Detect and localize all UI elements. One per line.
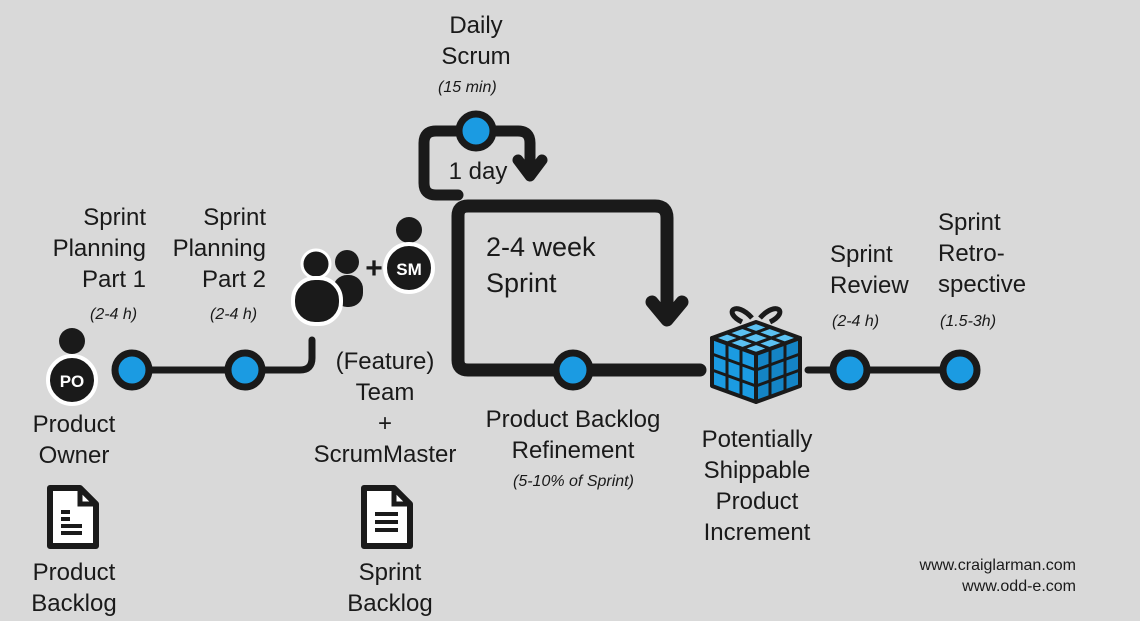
- scrummaster-icon: [383, 217, 435, 294]
- node-review: [829, 349, 871, 391]
- node-daily-scrum: [455, 110, 497, 152]
- increment-gift-icon: [710, 306, 802, 404]
- daily-loop-arrowhead: [512, 154, 548, 182]
- daily-scrum-label: Daily Scrum: [441, 12, 511, 70]
- sprint-loop-path: [451, 199, 707, 377]
- node-retro: [939, 349, 981, 391]
- sprint-loop-label: 2-4 week Sprint: [486, 232, 596, 298]
- credits: www.craiglarman.com www.odd-e.com: [919, 557, 1076, 595]
- daily-loop-path: [418, 125, 536, 201]
- planning-1-duration: (2-4 h): [90, 306, 138, 323]
- team-label: (Feature) Team + ScrumMaster: [313, 348, 457, 468]
- node-planning-2: [224, 349, 266, 391]
- retro-duration: (1.5-3h): [940, 313, 997, 330]
- daily-scrum-duration: (15 min): [438, 79, 497, 96]
- sm-badge: SM: [396, 260, 422, 279]
- plus-sign: +: [365, 252, 383, 285]
- timeline-lines: [128, 125, 964, 377]
- product-backlog-document-icon: [47, 485, 99, 549]
- sprint-backlog-document-icon: [361, 485, 413, 549]
- day-loop-label: 1 day: [448, 158, 508, 185]
- timeline-nodes: [111, 110, 981, 391]
- retro-label: Sprint Retro- spective: [938, 209, 1027, 298]
- increment-label: Potentially Shippable Product Increment: [701, 426, 813, 546]
- review-label: Sprint Review: [830, 241, 909, 299]
- team-icon: [291, 248, 363, 326]
- line-to-team: [241, 336, 316, 374]
- planning-2-duration: (2-4 h): [210, 306, 258, 323]
- product-backlog-label: Product Backlog: [31, 559, 117, 617]
- refinement-duration: (5-10% of Sprint): [513, 473, 634, 490]
- node-planning-1: [111, 349, 153, 391]
- refinement-label: Product Backlog Refinement: [485, 406, 661, 464]
- sprint-loop-arrowhead: [645, 295, 689, 327]
- sprint-backlog-label: Sprint Backlog: [347, 559, 433, 617]
- product-owner-icon: [46, 328, 98, 406]
- node-refinement: [552, 349, 594, 391]
- planning-2-label: Sprint Planning Part 2: [172, 204, 266, 293]
- product-owner-label: Product Owner: [32, 411, 116, 469]
- planning-1-label: Sprint Planning Part 1: [52, 204, 146, 293]
- po-badge: PO: [60, 372, 85, 391]
- review-duration: (2-4 h): [832, 313, 880, 330]
